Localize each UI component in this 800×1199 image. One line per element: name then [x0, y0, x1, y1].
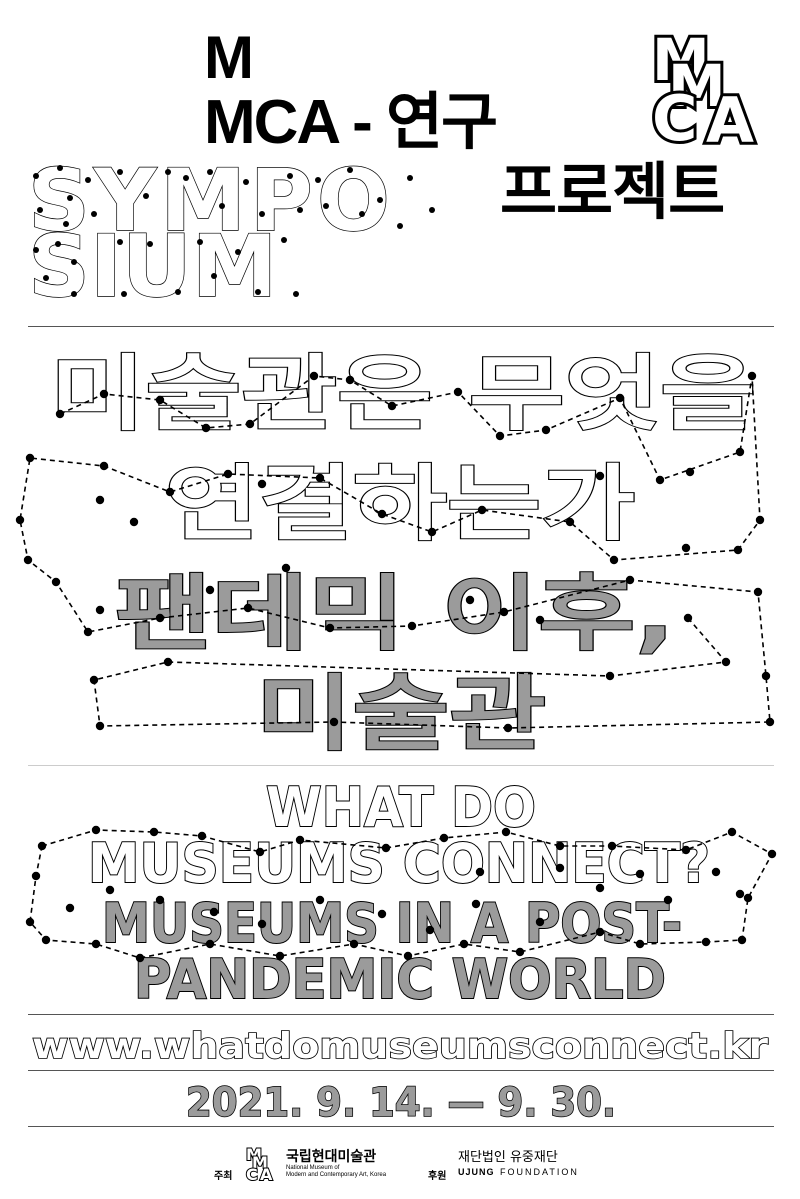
english-title-line-2: MUSEUMS CONNECT? — [88, 832, 710, 895]
svg-text:A: A — [260, 1165, 273, 1184]
svg-text:M: M — [252, 1153, 268, 1172]
sponsor-name-en-1: UJUNG — [458, 1167, 495, 1177]
symposium-dots — [33, 165, 435, 297]
divider-2 — [28, 765, 774, 766]
title-line-1: M — [204, 24, 254, 91]
symposium-wordmark: SYMPO SIUM — [27, 150, 435, 318]
host-name-en-1: National Museum of — [286, 1165, 340, 1171]
symposium-line-2: SIUM — [28, 217, 277, 317]
logo-letter-a: A — [706, 84, 754, 157]
footer: 주최 M M C A 국립현대미술관 National Museum of Mo… — [0, 1140, 800, 1190]
website-graphic: www.whatdomuseumsconnect.kr 2021. 9. 14.… — [31, 1025, 769, 1127]
sponsor-name-en-2: FOUNDATION — [500, 1167, 579, 1177]
host-logo-icon: M M C A — [245, 1144, 274, 1185]
korean-title-line-3: 팬데믹 이후, — [115, 567, 675, 662]
host-label: 주최 — [214, 1171, 233, 1182]
korean-title-line-4: 미술관 — [256, 667, 546, 762]
korean-dots — [15, 371, 775, 733]
symposium-line-1: SYMPO — [28, 151, 394, 251]
english-title-graphic: WHAT DO MUSEUMS CONNECT? MUSEUMS IN A PO… — [25, 775, 777, 1012]
divider-5 — [28, 1126, 774, 1127]
english-title-line-4: PANDEMIC WORLD — [134, 948, 666, 1011]
logo-letter-m2: M — [668, 52, 726, 120]
english-title-line-1: WHAT DO — [266, 776, 536, 839]
host-name-ko: 국립현대미술관 — [286, 1148, 377, 1164]
divider-4 — [28, 1070, 774, 1071]
korean-title-graphic: 미술관은 무엇을 연결하는가 팬데믹 이후, 미술관 — [15, 346, 775, 763]
mmca-logo: M M C A — [649, 23, 757, 160]
svg-text:C: C — [246, 1165, 258, 1184]
sponsor-label: 후원 — [428, 1171, 447, 1182]
korean-title-line-2: 연결하는가 — [165, 457, 635, 552]
logo-letter-c: C — [652, 82, 698, 155]
host-name-en-2: Modern and Contemporary Art, Korea — [286, 1172, 387, 1178]
korean-title-line-1: 미술관은 무엇을 — [50, 347, 756, 442]
title-line-3: 프로젝트 — [500, 158, 725, 227]
logo-letter-m1: M — [652, 26, 710, 94]
english-title-line-3: MUSEUMS IN A POST- — [102, 892, 682, 955]
event-dates: 2021. 9. 14. — 9. 30. — [186, 1080, 616, 1126]
divider-3 — [28, 1014, 774, 1015]
sponsor-name-ko: 재단법인 유중재단 — [458, 1150, 558, 1165]
website-url[interactable]: www.whatdomuseumsconnect.kr — [31, 1025, 769, 1068]
title-line-2: MCA - 연구 — [204, 88, 498, 157]
divider-1 — [28, 326, 774, 327]
svg-text:M: M — [246, 1145, 262, 1164]
english-dots — [25, 825, 777, 963]
korean-dashed-path — [19, 375, 771, 729]
